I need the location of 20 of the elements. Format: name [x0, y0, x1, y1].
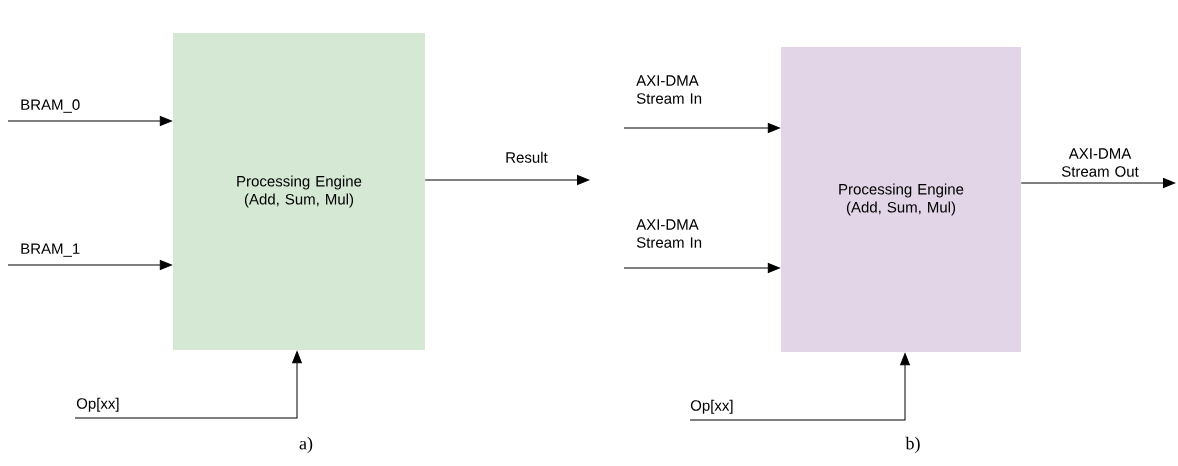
- process-box: Processing Engine (Add, Sum, Mul): [781, 47, 1021, 352]
- edge-label: AXI-DMA Stream In: [636, 219, 702, 248]
- edge-label: AXI-DMA Stream Out: [1061, 148, 1139, 177]
- arrow: [424, 175, 590, 185]
- process-box: Processing Engine (Add, Sum, Mul): [173, 33, 425, 350]
- edge-label: AXI-DMA Stream In: [636, 75, 702, 104]
- arrow: [7, 260, 172, 270]
- edge-label: Op[xx]: [76, 397, 119, 412]
- edge-label: BRAM_1: [21, 243, 80, 257]
- edge-label: BRAM_0: [21, 99, 80, 113]
- arrow: [74, 351, 302, 419]
- arrow: [689, 353, 910, 421]
- edge-label: Result: [506, 151, 548, 163]
- panel-caption: b): [905, 436, 920, 454]
- panel-caption: a): [299, 436, 313, 454]
- arrow: [1020, 178, 1176, 188]
- arrow: [623, 263, 780, 273]
- arrow: [623, 123, 780, 133]
- edge-label: Op[xx]: [690, 399, 733, 414]
- arrow: [7, 116, 172, 126]
